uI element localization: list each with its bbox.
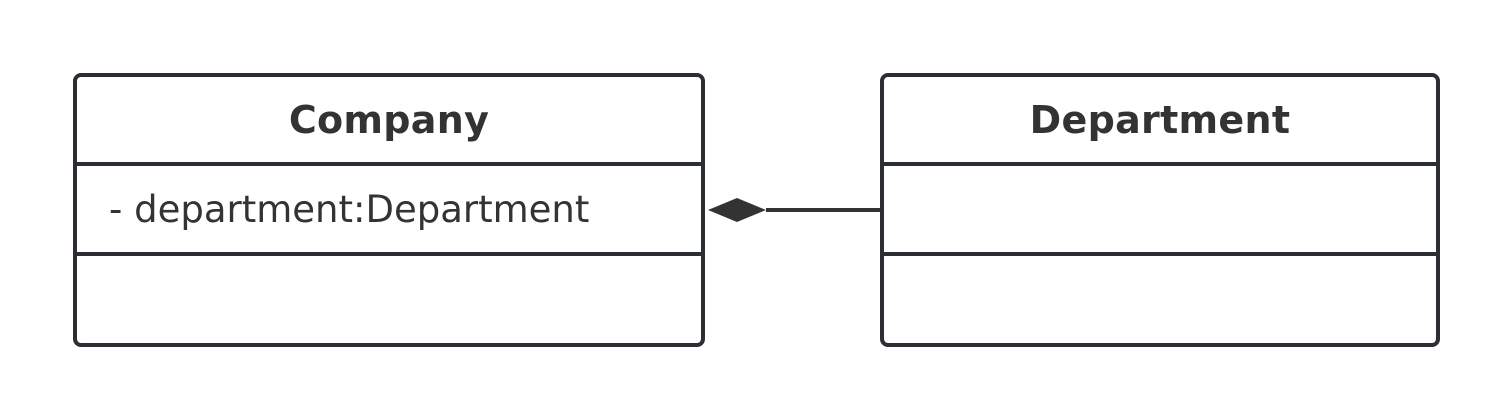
class-name-company: Company: [288, 97, 490, 142]
class-name-compartment: Company: [77, 77, 701, 166]
operations-compartment: [77, 256, 701, 343]
class-name-department: Department: [1029, 97, 1291, 142]
attributes-compartment: [884, 166, 1436, 256]
attributes-compartment: - department:Department: [77, 166, 701, 256]
operations-compartment: [884, 256, 1436, 343]
class-name-compartment: Department: [884, 77, 1436, 166]
class-box-department[interactable]: Department: [880, 73, 1440, 347]
composition-diamond-icon: [708, 198, 766, 222]
attribute-department: - department:Department: [109, 187, 590, 231]
class-box-company[interactable]: Company - department:Department: [73, 73, 705, 347]
